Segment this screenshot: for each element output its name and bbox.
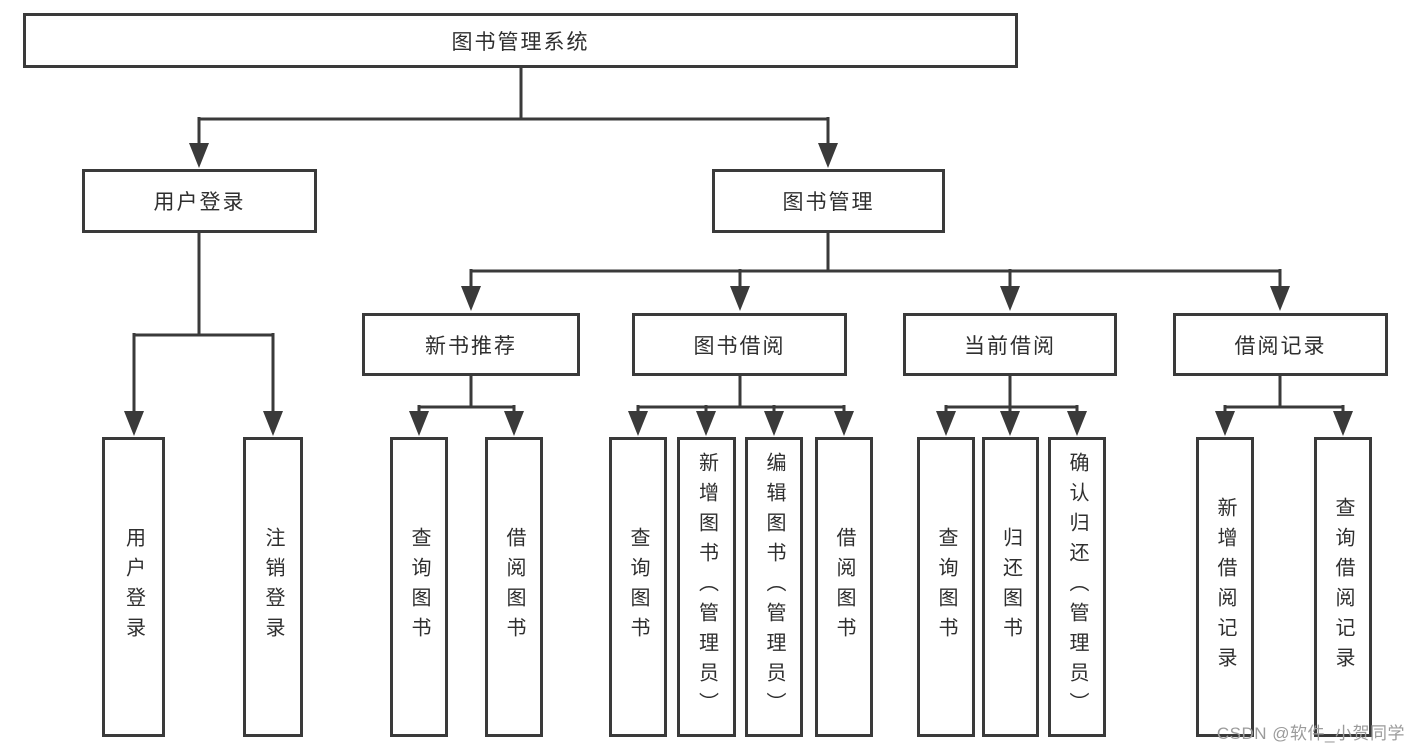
node-leaf-user-login: 用户登录 <box>102 437 165 737</box>
node-leaf-query-borrow-record-label: 查询借阅记录 <box>1332 497 1354 677</box>
watermark-text: CSDN @软件_小贺同学 <box>1216 724 1405 743</box>
connector-root-to-level2 <box>197 68 830 150</box>
node-book-management-branch: 图书管理 <box>712 169 945 233</box>
node-leaf-borrow-books-1: 借阅图书 <box>485 437 543 737</box>
node-leaf-add-borrow-record: 新增借阅记录 <box>1196 437 1254 737</box>
node-leaf-edit-books-admin-label: 编辑图书（管理员） <box>763 452 785 722</box>
node-leaf-borrow-books-1-label: 借阅图书 <box>503 527 525 647</box>
connector-newbook-group <box>417 376 516 418</box>
node-borrowing-records-label: 借阅记录 <box>1234 334 1327 358</box>
node-book-borrowing: 图书借阅 <box>632 313 847 376</box>
node-leaf-add-borrow-record-label: 新增借阅记录 <box>1214 497 1236 677</box>
node-leaf-query-books-1-label: 查询图书 <box>408 527 430 647</box>
node-borrowing-records: 借阅记录 <box>1173 313 1388 376</box>
node-leaf-return-books-label: 归还图书 <box>999 527 1022 647</box>
node-root-label: 图书管理系统 <box>451 30 590 54</box>
node-leaf-query-borrow-record: 查询借阅记录 <box>1314 437 1372 737</box>
node-leaf-user-login-label: 用户登录 <box>122 527 145 647</box>
node-leaf-add-books-admin-label: 新增图书（管理员） <box>695 452 718 722</box>
node-leaf-logout-label: 注销登录 <box>262 527 284 647</box>
node-leaf-query-books-2: 查询图书 <box>609 437 667 737</box>
node-new-book-recommend-label: 新书推荐 <box>425 334 517 358</box>
node-leaf-confirm-return-admin: 确认归还（管理员） <box>1048 437 1106 737</box>
connector-borrow-group <box>636 376 846 418</box>
node-leaf-add-books-admin: 新增图书（管理员） <box>677 437 736 737</box>
node-current-borrowing: 当前借阅 <box>903 313 1117 376</box>
node-leaf-query-books-3: 查询图书 <box>917 437 975 737</box>
node-leaf-return-books: 归还图书 <box>982 437 1039 737</box>
node-user-login-branch: 用户登录 <box>82 169 317 233</box>
node-book-borrowing-label: 图书借阅 <box>693 334 786 358</box>
connector-book-branch <box>469 233 1282 293</box>
node-root: 图书管理系统 <box>23 13 1018 68</box>
node-leaf-edit-books-admin: 编辑图书（管理员） <box>745 437 803 737</box>
node-leaf-logout: 注销登录 <box>243 437 303 737</box>
node-leaf-borrow-books-2: 借阅图书 <box>815 437 873 737</box>
node-leaf-query-books-2-label: 查询图书 <box>627 527 649 647</box>
node-leaf-query-books-3-label: 查询图书 <box>935 527 957 647</box>
connector-records-group <box>1223 376 1345 418</box>
node-leaf-borrow-books-2-label: 借阅图书 <box>833 527 855 647</box>
node-user-login-branch-label: 用户登录 <box>153 191 246 214</box>
node-leaf-confirm-return-admin-label: 确认归还（管理员） <box>1066 452 1088 722</box>
node-book-management-branch-label: 图书管理 <box>782 191 875 214</box>
connector-current-group <box>944 376 1079 418</box>
node-new-book-recommend: 新书推荐 <box>362 313 580 376</box>
node-current-borrowing-label: 当前借阅 <box>964 334 1056 358</box>
node-leaf-query-books-1: 查询图书 <box>390 437 448 737</box>
connector-user-branch <box>132 233 275 418</box>
